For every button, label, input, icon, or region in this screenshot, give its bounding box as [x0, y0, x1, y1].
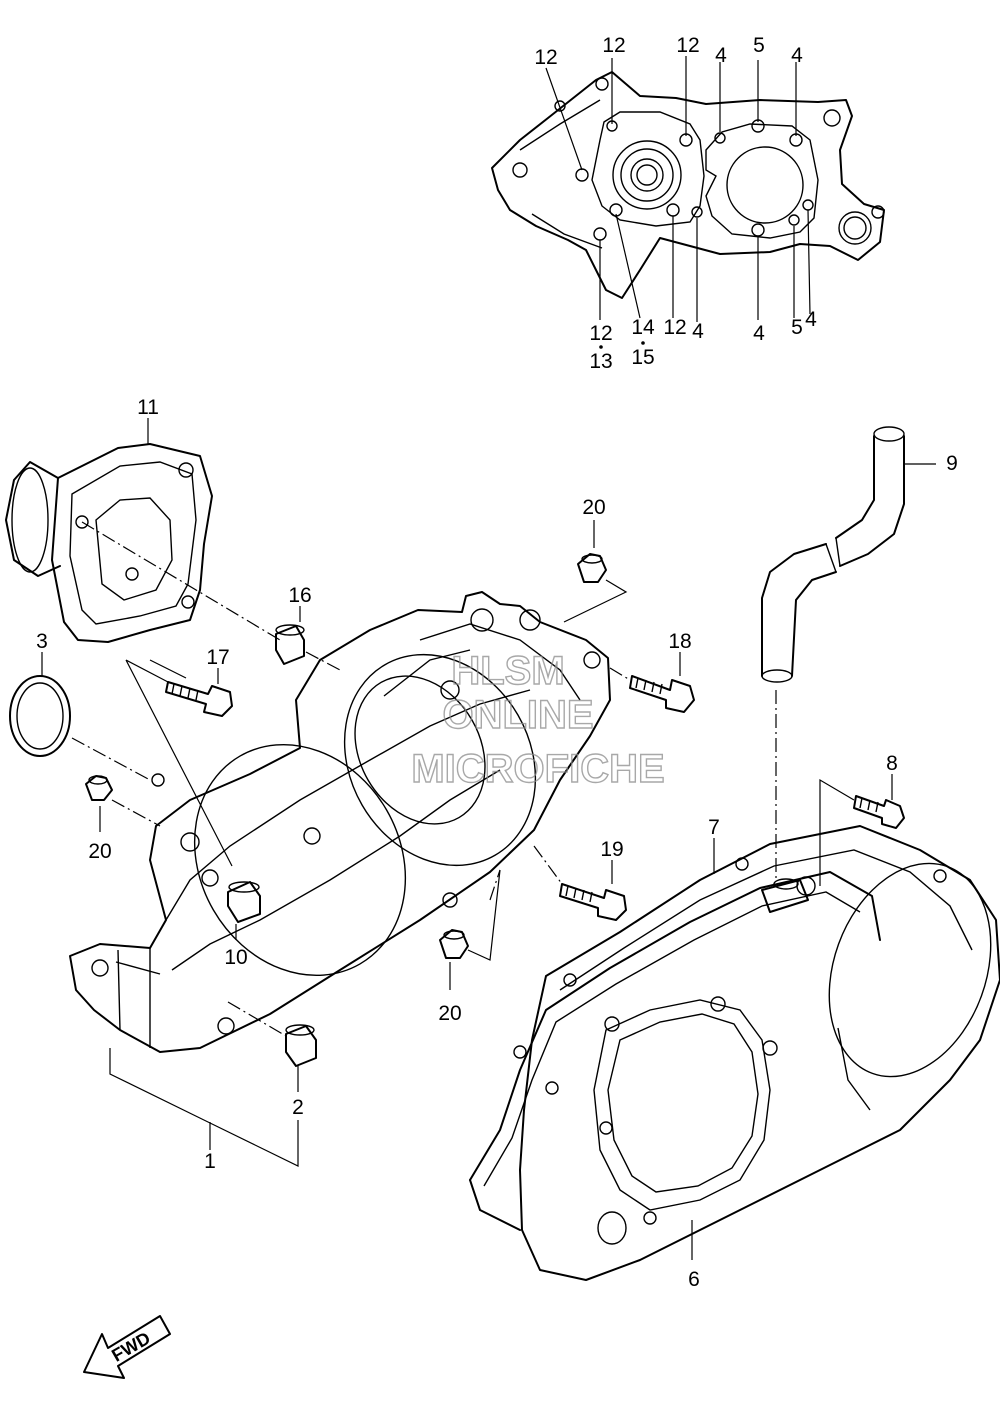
inset-callout-4: 4 — [791, 44, 803, 67]
part-11-housing: 11 — [5, 396, 281, 643]
callout-17: 17 — [206, 646, 229, 669]
part-19-bolt: 19 — [533, 838, 627, 921]
part-20-nut-bottom: 20 — [438, 869, 501, 1025]
part-1-crankcase-cover: 1 — [69, 591, 611, 1173]
inset-callout-4: 4 — [753, 322, 765, 345]
inset-callout-5: 5 — [791, 316, 803, 339]
inset-callout-15: 15 — [631, 346, 654, 369]
part-16-dowel: 16 — [275, 584, 341, 671]
inset-callout-4: 4 — [692, 320, 704, 343]
part-17-bolt: 17 — [125, 646, 233, 867]
inset-callout-12: 12 — [663, 316, 686, 339]
inset-callout-4: 4 — [715, 44, 727, 67]
callout-11: 11 — [137, 396, 159, 419]
part-8-bolt: 8 — [819, 752, 905, 886]
callout-20: 20 — [88, 840, 111, 863]
callout-18: 18 — [668, 630, 691, 653]
part-2-dowel: 2 — [227, 1001, 317, 1119]
inset-callout-14: 14 — [631, 316, 655, 339]
callout-20: 20 — [438, 1002, 461, 1025]
part-9-hose: 9 — [761, 426, 958, 880]
callout-7: 7 — [708, 816, 720, 839]
inset-callout-12: 12 — [602, 34, 625, 57]
part-20-nut-top: 20 — [563, 496, 628, 623]
callout-16: 16 — [288, 584, 311, 607]
part-18-bolt: 18 — [609, 630, 695, 713]
inset-callout-13: 13 — [589, 350, 612, 373]
part-10-dowel: 10 — [224, 881, 261, 969]
callout-8: 8 — [886, 752, 898, 775]
part-20-nut-left: 20 — [85, 775, 161, 863]
fwd-arrow-icon: FWD — [83, 1315, 171, 1379]
watermark: HLSM ONLINE MICROFICHE — [411, 648, 666, 791]
callout-2: 2 — [292, 1096, 304, 1119]
part-6-gasket: 6 — [469, 871, 881, 1291]
inset-callout-12: 12 — [589, 322, 612, 345]
watermark-line-2: ONLINE — [442, 693, 593, 737]
crankcase-inner-view: 12 12 12 4 5 4 12 13 14 15 12 4 4 5 4 — [491, 34, 885, 373]
inset-callout-12: 12 — [676, 34, 699, 57]
watermark-line-1: HLSM — [451, 649, 564, 693]
part-7-clutch-cover: 7 — [513, 816, 1000, 1281]
inset-callout-5: 5 — [753, 34, 765, 57]
callout-6: 6 — [688, 1268, 700, 1291]
inset-callout-4: 4 — [805, 308, 817, 331]
callout-19: 19 — [600, 838, 623, 861]
watermark-line-3: MICROFICHE — [411, 747, 664, 791]
callout-20: 20 — [582, 496, 605, 519]
callout-10: 10 — [224, 946, 247, 969]
callout-9: 9 — [946, 452, 958, 475]
inset-callout-12: 12 — [534, 46, 557, 69]
part-3-o-ring: 3 — [9, 630, 151, 781]
callout-3: 3 — [36, 630, 48, 653]
callout-1: 1 — [204, 1150, 216, 1173]
